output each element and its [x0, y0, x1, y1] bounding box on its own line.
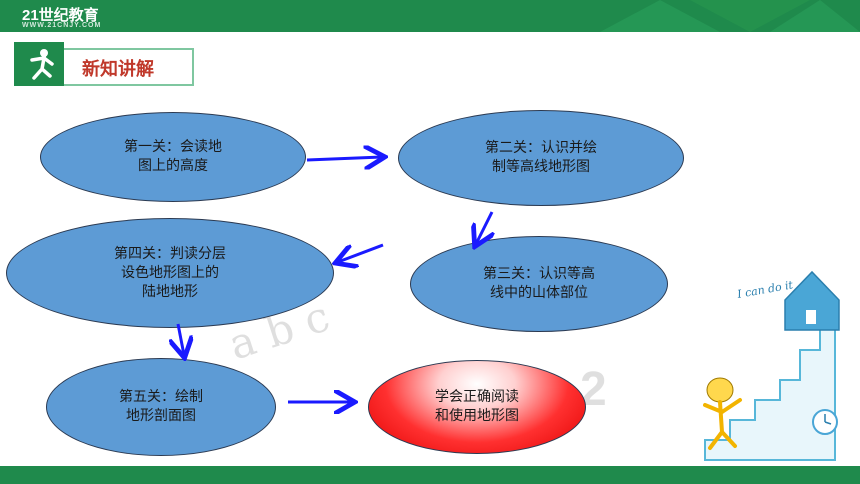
diagram-node-level-5: 第五关：绘制 地形剖面图: [46, 358, 276, 456]
node-4-line-2: 设色地形图上的: [121, 264, 219, 281]
node-goal-line-1: 学会正确阅读: [435, 389, 519, 405]
node-4-line-1: 第四关：判读分层: [114, 245, 226, 262]
arrow-2-to-3: [476, 211, 492, 244]
diagram-node-goal: 学会正确阅读 和使用地形图: [368, 360, 586, 454]
section-title: 新知讲解: [82, 59, 154, 80]
brand-logo: 21世纪教育 WWW.21CNJY.COM: [22, 4, 101, 29]
diagram-node-level-3: 第三关：认识等高 线中的山体部位: [410, 236, 668, 332]
diagram-node-level-1: 第一关：会读地 图上的高度: [40, 112, 306, 202]
node-2-line-2: 制等高线地形图: [492, 159, 590, 175]
diagram-node-level-4: 第四关：判读分层 设色地形图上的 陆地地形: [6, 218, 334, 328]
node-3-line-2: 线中的山体部位: [490, 285, 588, 301]
node-1-line-1: 第一关：会读地: [124, 139, 222, 155]
node-1-line-2: 图上的高度: [138, 158, 208, 174]
brand-logo-text: 21世纪教育: [22, 7, 99, 24]
node-5-line-1: 第五关：绘制: [119, 389, 203, 405]
brand-logo-subtext: WWW.21CNJY.COM: [22, 22, 102, 29]
arrow-3-to-4: [338, 243, 384, 262]
node-4-line-3: 陆地地形: [142, 283, 198, 300]
section-heading-frame: [64, 48, 194, 86]
runner-icon: [14, 42, 64, 86]
arrow-4-to-5: [178, 323, 184, 355]
node-2-line-1: 第二关：认识并绘: [485, 140, 597, 156]
stairs-illustration: [703, 270, 840, 461]
node-3-line-1: 第三关：认识等高: [483, 266, 595, 282]
section-heading: 新知讲解: [14, 42, 194, 86]
bottom-banner: [0, 466, 860, 484]
node-goal-line-2: 和使用地形图: [435, 408, 519, 424]
top-banner: 21世纪教育 WWW.21CNJY.COM: [0, 0, 860, 32]
banner-decoration: [600, 0, 860, 32]
diagram-node-level-2: 第二关：认识并绘 制等高线地形图: [398, 110, 684, 206]
arrow-1-to-2: [306, 157, 382, 160]
node-5-line-2: 地形剖面图: [126, 408, 196, 424]
